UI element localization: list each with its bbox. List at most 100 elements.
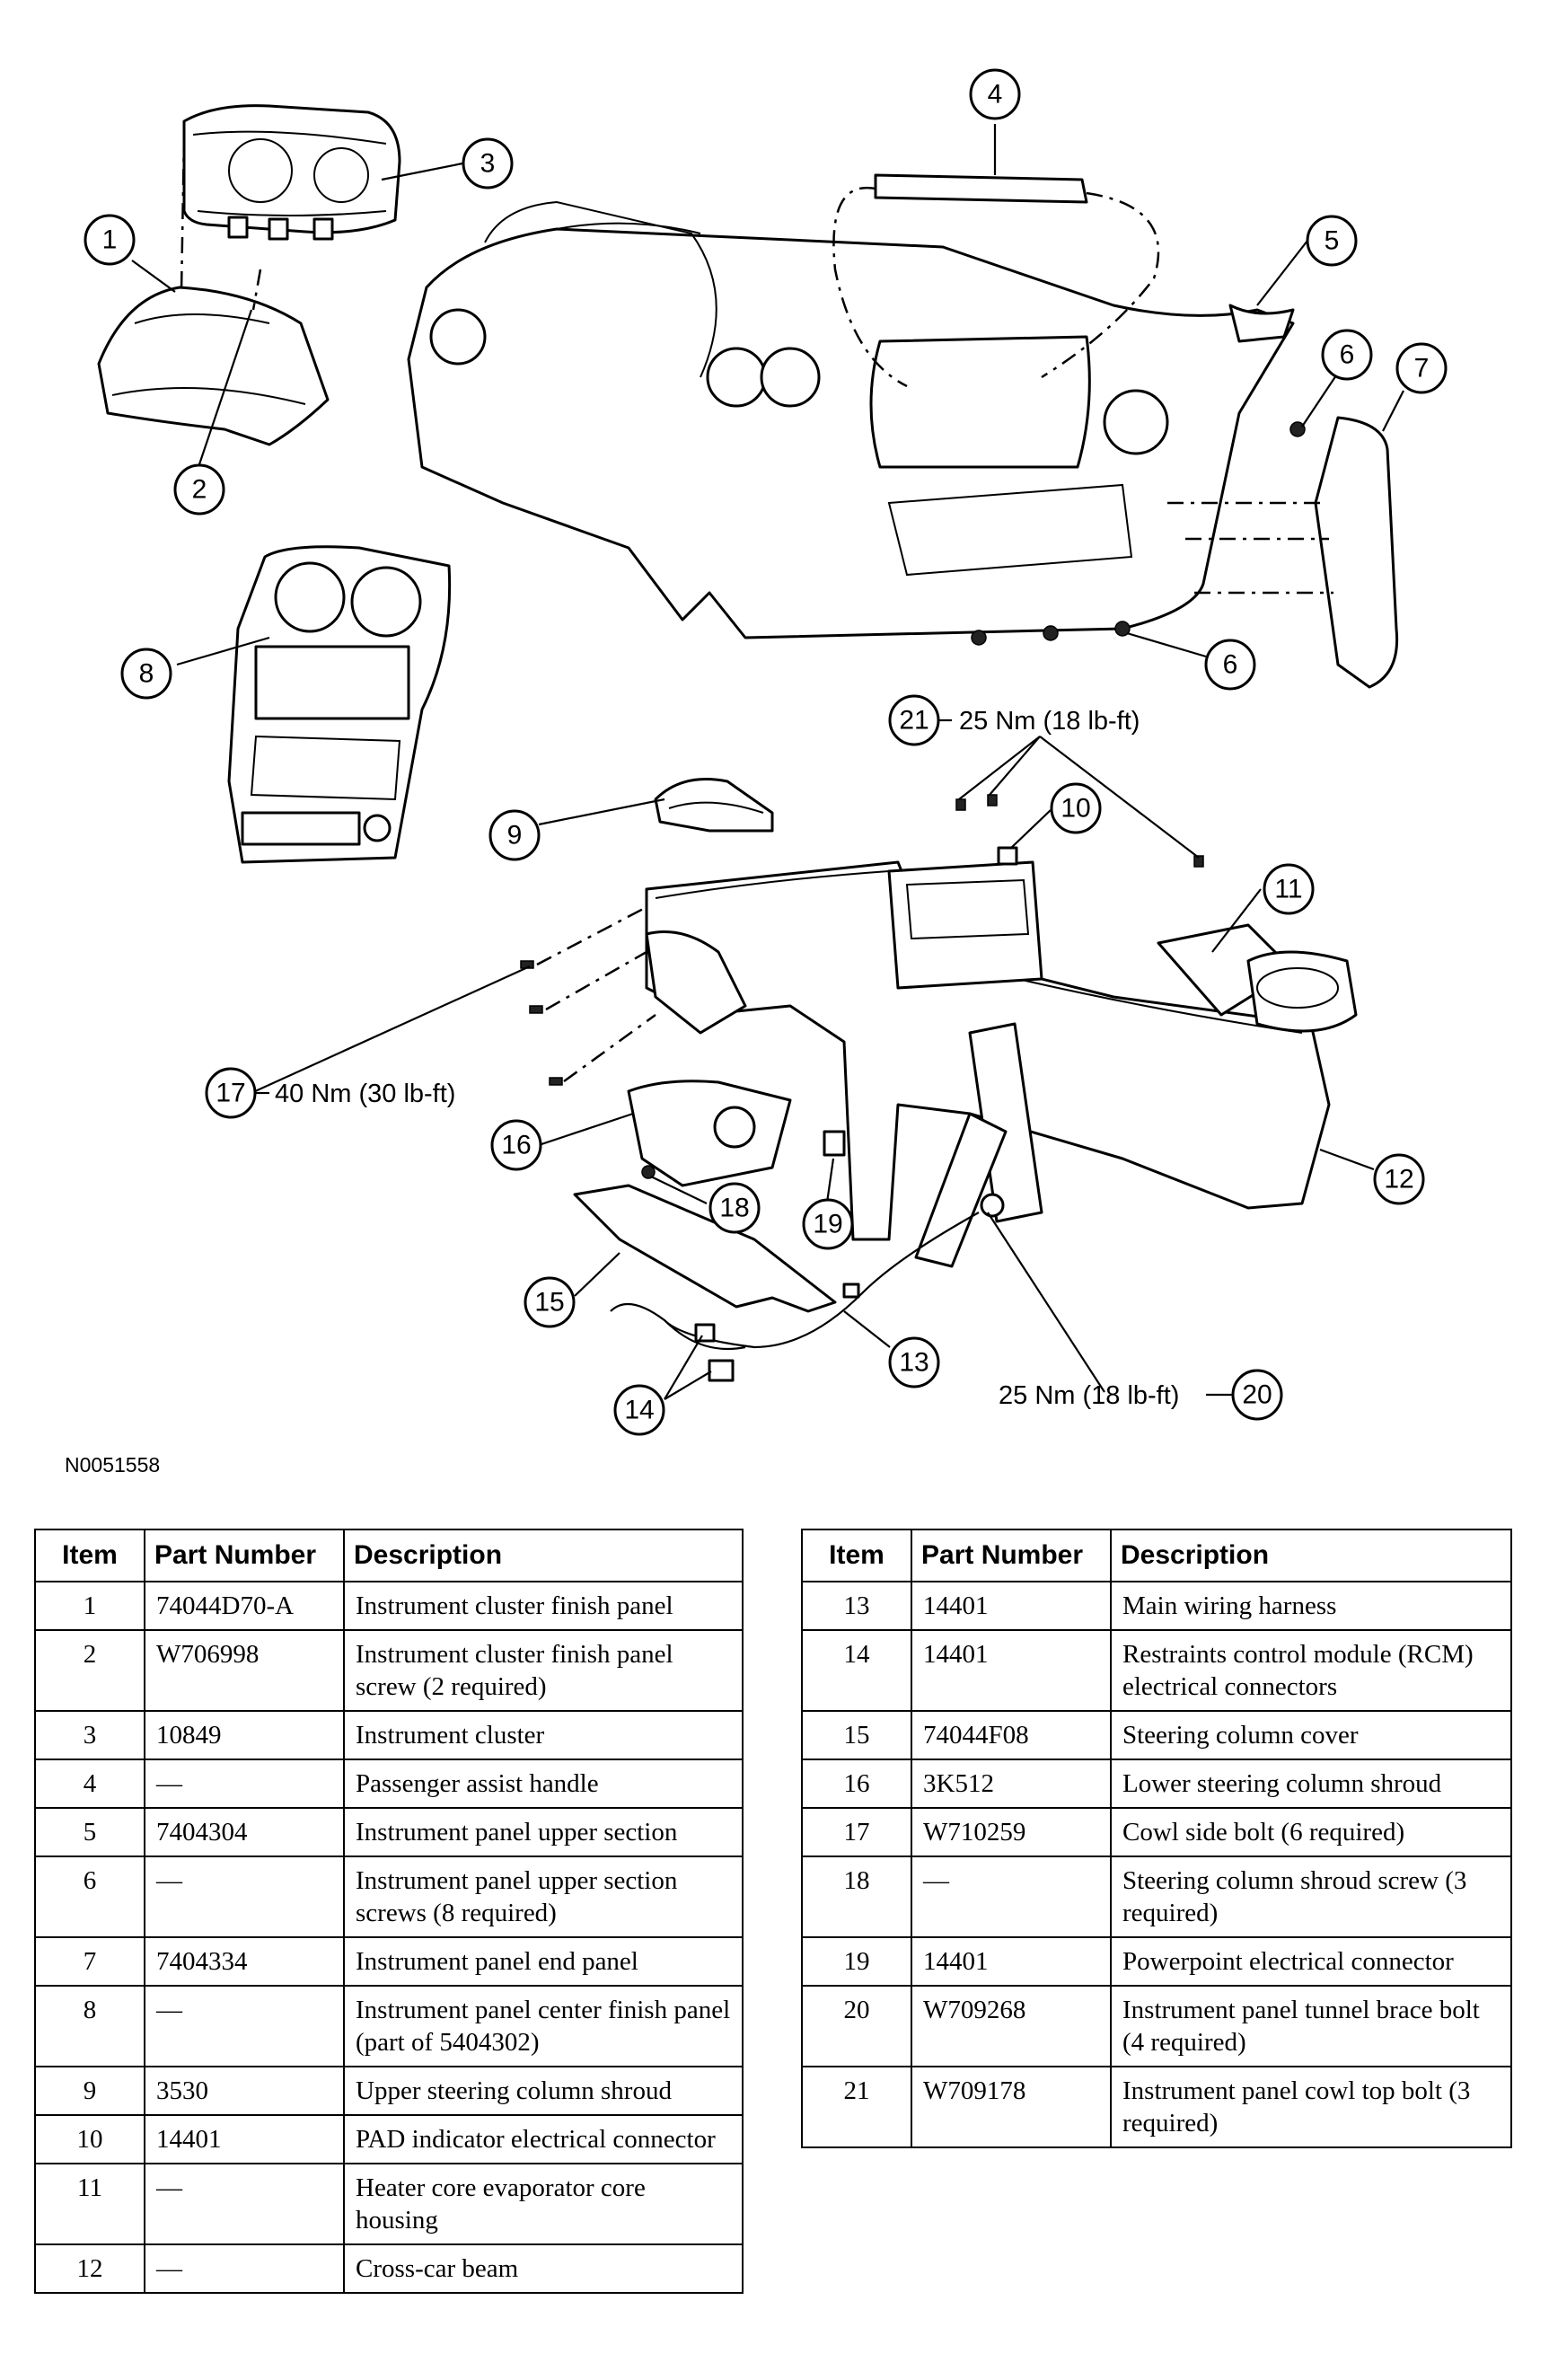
cell-item: 5 (34, 1807, 145, 1857)
upper-steering-shroud-drawing (654, 778, 774, 833)
callout-21: 21 (888, 694, 940, 746)
cell-description: Main wiring harness (1110, 1581, 1512, 1631)
cell-item: 9 (34, 2066, 145, 2116)
cell-part-number: 3K512 (911, 1759, 1112, 1809)
cell-item: 17 (801, 1807, 912, 1857)
cell-description: Lower steering column shroud (1110, 1759, 1512, 1809)
connectors-drawing (823, 846, 1018, 1157)
callout-7: 7 (1395, 342, 1448, 394)
callout-18: 18 (708, 1182, 761, 1234)
svg-text:7: 7 (1414, 354, 1430, 383)
cell-description: Cowl side bolt (6 required) (1110, 1807, 1512, 1857)
header-description: Description (1110, 1529, 1512, 1582)
cell-item: 12 (34, 2243, 145, 2294)
svg-text:17: 17 (216, 1079, 245, 1108)
bolts-drawing (520, 794, 1204, 1179)
cross-car-beam-drawing (645, 860, 1358, 1268)
cell-item: 8 (34, 1985, 145, 2067)
cell-item: 2 (34, 1629, 145, 1712)
cell-part-number: W709268 (911, 1985, 1112, 2067)
svg-text:3: 3 (480, 149, 496, 179)
cell-item: 14 (801, 1629, 912, 1712)
svg-text:2: 2 (192, 475, 207, 505)
callout-11: 11 (1263, 863, 1315, 915)
cell-description: Steering column shroud screw (3 required… (1110, 1856, 1512, 1938)
cell-part-number: 7404334 (144, 1936, 345, 1987)
cell-description: Restraints control module (RCM) electric… (1110, 1629, 1512, 1712)
torque-label-17: 40 Nm (30 lb-ft) (275, 1080, 455, 1108)
wiring-harness-drawing (610, 1212, 980, 1382)
cell-part-number: 7404304 (144, 1807, 345, 1857)
figure-id: N0051558 (65, 1453, 161, 1476)
cell-part-number: — (144, 1985, 345, 2067)
lower-steering-shroud-drawing (627, 1080, 792, 1187)
callout-5: 5 (1306, 215, 1358, 267)
svg-text:10: 10 (1061, 794, 1090, 824)
svg-text:20: 20 (1242, 1380, 1272, 1410)
cell-description: Heater core evaporator core housing (343, 2163, 744, 2245)
cell-part-number: — (144, 1759, 345, 1809)
table-row: 4—Passenger assist handle (34, 1759, 744, 1809)
cell-part-number: 10849 (144, 1710, 345, 1760)
end-panel-drawing (1167, 416, 1399, 689)
cell-description: Upper steering column shroud (343, 2066, 744, 2116)
cell-part-number: — (144, 1856, 345, 1938)
callout-1: 1 (84, 214, 136, 266)
svg-text:11: 11 (1274, 875, 1302, 904)
cell-description: Steering column cover (1110, 1710, 1512, 1760)
callout-4: 4 (969, 68, 1021, 120)
cell-description: Passenger assist handle (343, 1759, 744, 1809)
cell-description: Instrument panel upper section (343, 1807, 744, 1857)
header-description: Description (343, 1529, 744, 1582)
cell-description: Instrument panel tunnel brace bolt (4 re… (1110, 1985, 1512, 2067)
callout-17: 17 (205, 1067, 257, 1119)
callout-12: 12 (1373, 1153, 1425, 1205)
cell-item: 11 (34, 2163, 145, 2245)
table-row: 11—Heater core evaporator core housing (34, 2163, 744, 2245)
table-row: 12—Cross-car beam (34, 2243, 744, 2294)
table-row: 18—Steering column shroud screw (3 requi… (801, 1856, 1512, 1938)
svg-text:6: 6 (1340, 340, 1355, 370)
svg-text:4: 4 (988, 80, 1003, 110)
cell-description: Powerpoint electrical connector (1110, 1936, 1512, 1987)
callout-15: 15 (524, 1276, 576, 1328)
svg-text:16: 16 (501, 1131, 531, 1160)
svg-text:15: 15 (534, 1288, 564, 1318)
cell-description: Instrument panel cowl top bolt (3 requir… (1110, 2066, 1512, 2148)
callout-19: 19 (802, 1198, 854, 1250)
passenger-assist-handle-drawing (832, 173, 1160, 388)
cell-part-number: 14401 (911, 1581, 1112, 1631)
svg-text:1: 1 (102, 225, 118, 255)
callout-8: 8 (120, 648, 172, 700)
table-header-row: Item Part Number Description (801, 1529, 1512, 1582)
svg-text:14: 14 (624, 1396, 654, 1425)
cell-part-number: 74044D70-A (144, 1581, 345, 1631)
cell-item: 15 (801, 1710, 912, 1760)
cell-description: Instrument cluster finish panel screw (2… (343, 1629, 744, 1712)
svg-text:12: 12 (1384, 1165, 1413, 1194)
header-part-number: Part Number (144, 1529, 345, 1582)
cell-item: 10 (34, 2114, 145, 2164)
callout-10: 10 (1050, 782, 1102, 834)
torque-label-21: 25 Nm (18 lb-ft) (959, 707, 1140, 736)
cell-part-number: W709178 (911, 2066, 1112, 2148)
table-row: 8—Instrument panel center finish panel (… (34, 1985, 744, 2067)
cell-item: 7 (34, 1936, 145, 1987)
svg-text:8: 8 (139, 659, 154, 689)
cell-item: 20 (801, 1985, 912, 2067)
table-row: 6—Instrument panel upper section screws … (34, 1856, 744, 1938)
instrument-cluster-drawing (182, 104, 401, 241)
header-item: Item (801, 1529, 912, 1582)
svg-text:18: 18 (719, 1194, 749, 1223)
cell-part-number: 14401 (144, 2114, 345, 2164)
